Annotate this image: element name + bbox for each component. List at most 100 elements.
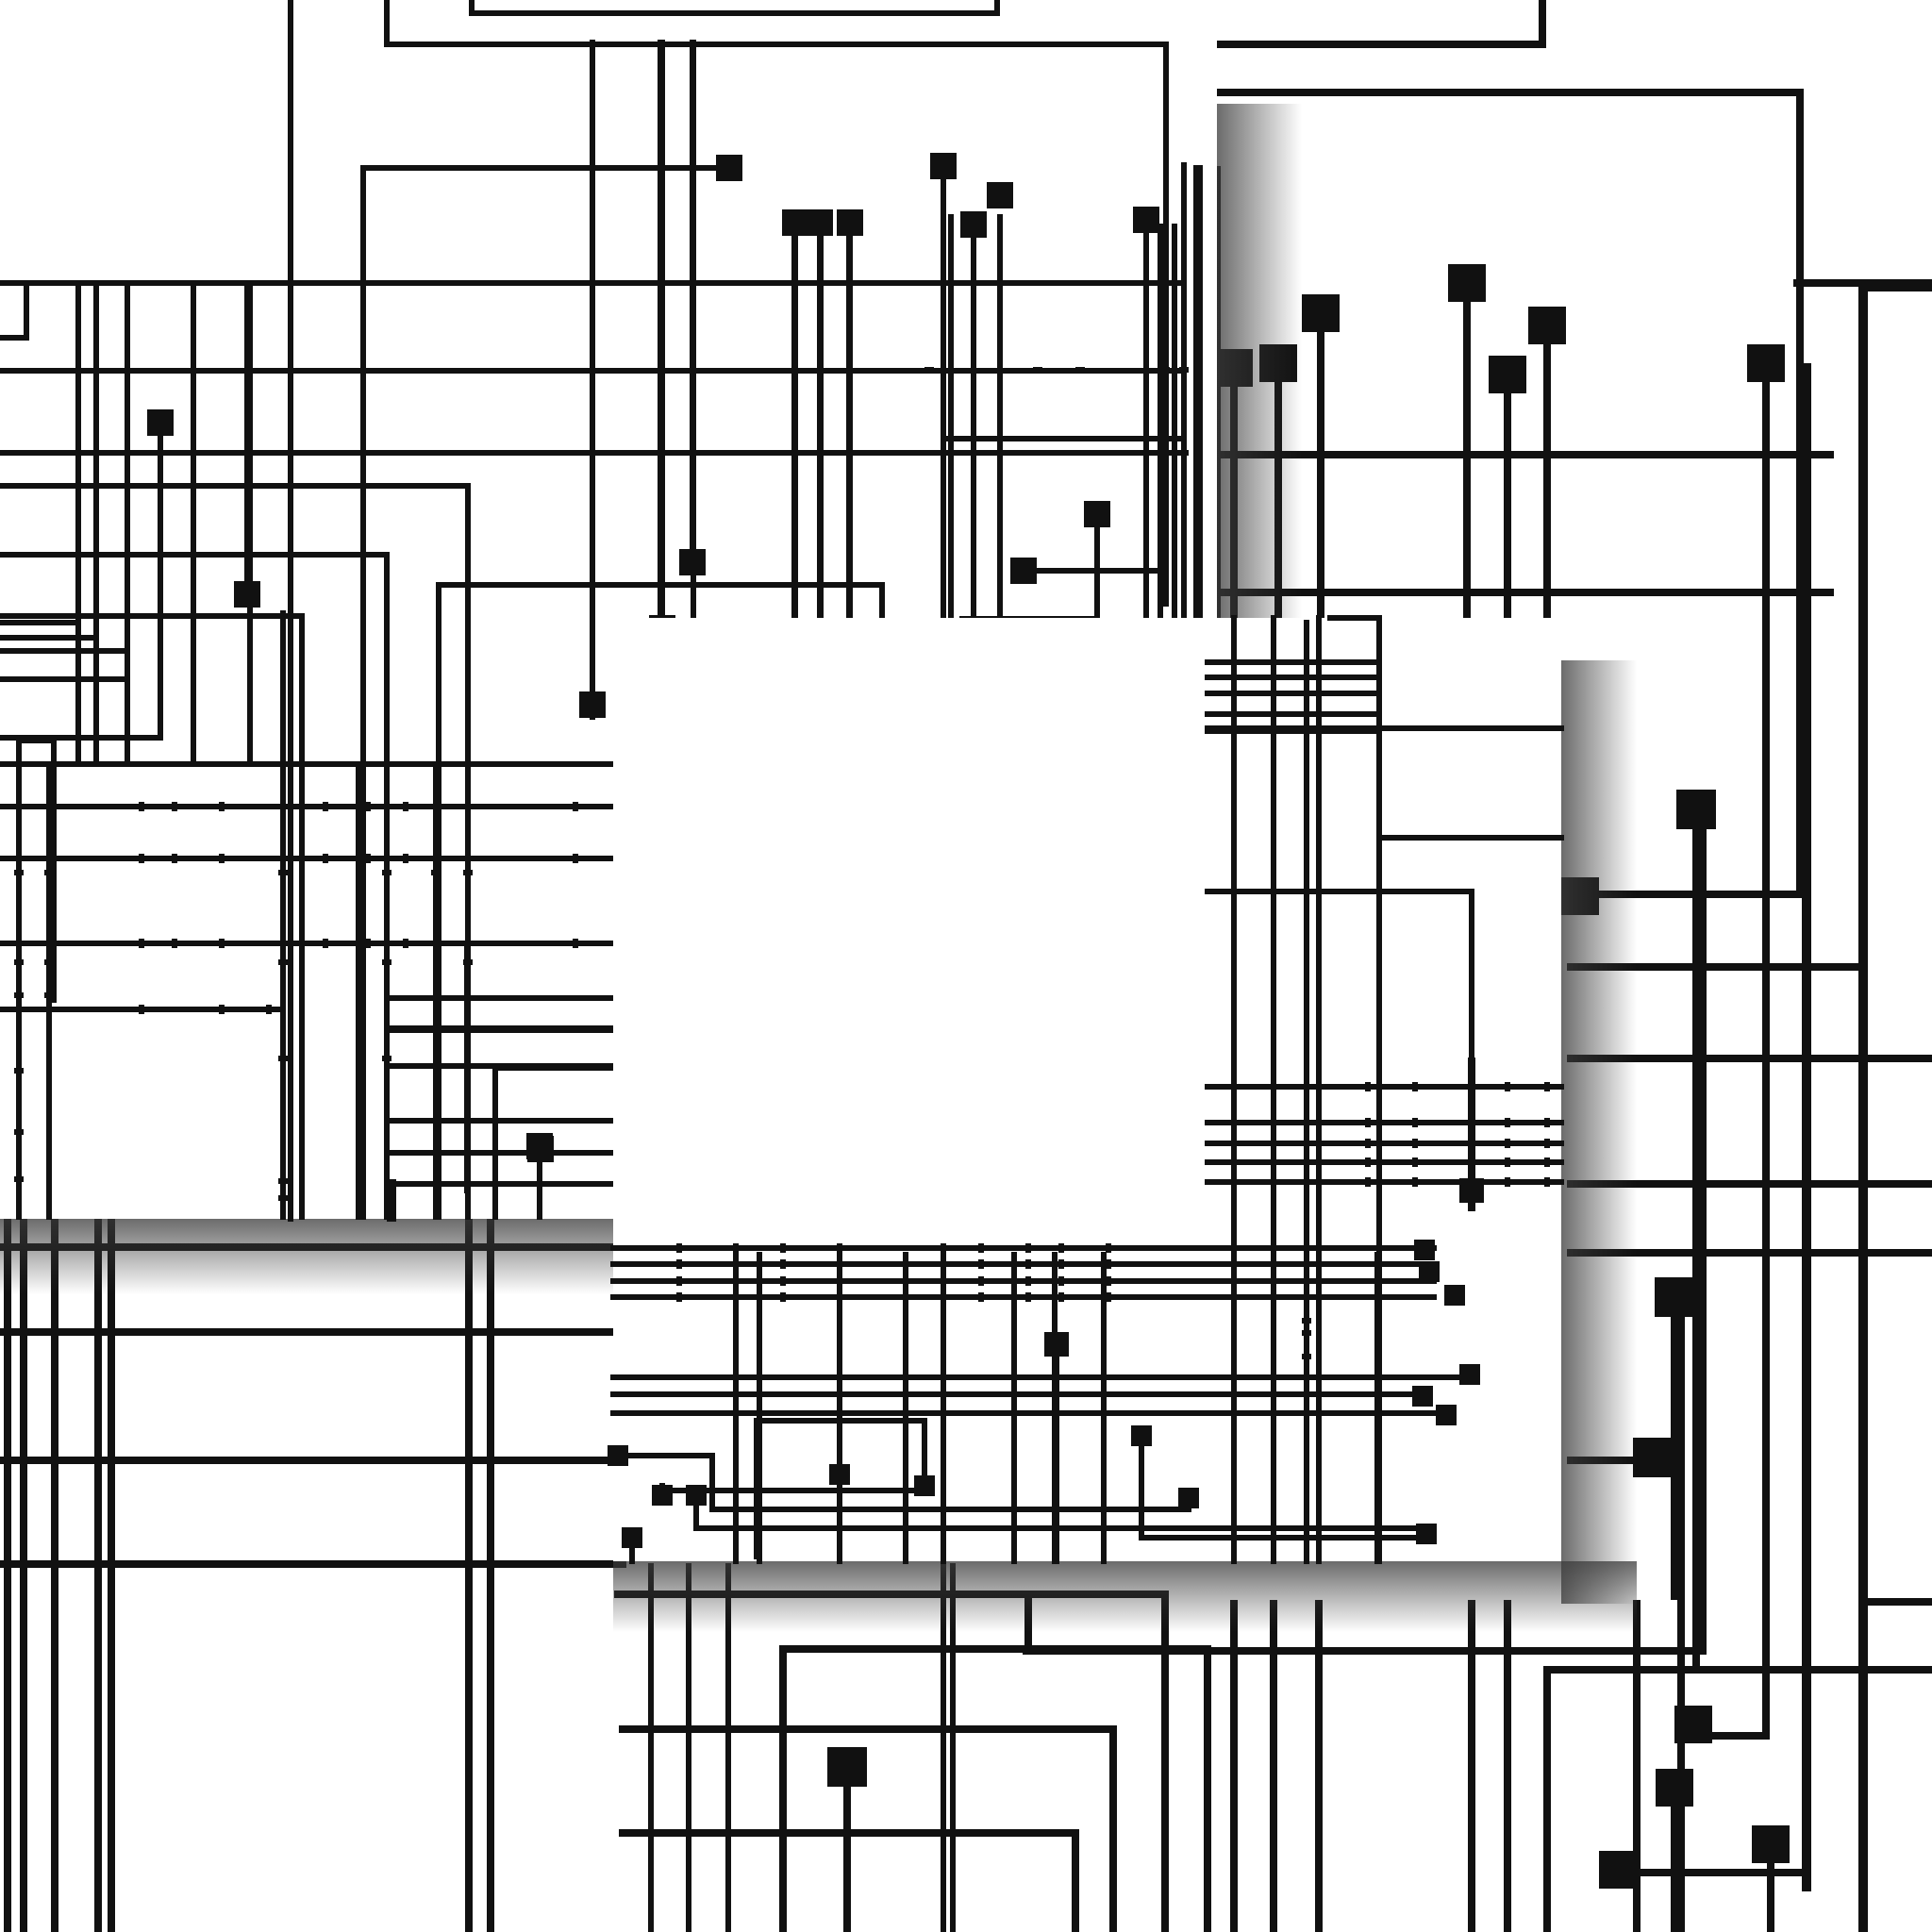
circuit-junction xyxy=(780,1292,786,1302)
circuit-junction xyxy=(14,1129,24,1135)
circuit-junction xyxy=(278,1195,288,1201)
circuit-junction xyxy=(924,367,934,373)
circuit-trace xyxy=(0,280,81,625)
circuit-junction xyxy=(278,1178,288,1184)
circuit-junction xyxy=(1316,1118,1322,1127)
circuit-junction xyxy=(924,450,934,456)
circuit-junction xyxy=(1505,1158,1510,1167)
circuit-junction xyxy=(280,802,286,811)
circuit-junction xyxy=(382,959,391,965)
circuit-junction xyxy=(1058,1292,1064,1302)
circuit-junction xyxy=(1365,1177,1371,1187)
circuit-trace xyxy=(693,1492,1427,1531)
circuit-junction xyxy=(219,854,225,863)
circuit-junction xyxy=(1271,1158,1276,1167)
circuit-junction xyxy=(139,854,144,863)
circuit-junction xyxy=(1316,1177,1322,1187)
circuit-junction xyxy=(978,1276,984,1286)
circuit-junction xyxy=(1316,1139,1322,1148)
circuit-junction xyxy=(280,939,286,948)
circuit-junction xyxy=(172,939,177,948)
circuit-junction xyxy=(219,1005,225,1014)
circuit-junction xyxy=(463,959,473,965)
circuit-trace xyxy=(0,280,99,641)
circuit-junction xyxy=(1412,1177,1418,1187)
circuit-node-icon xyxy=(1633,1438,1673,1477)
circuit-junction xyxy=(1316,1082,1322,1091)
circuit-junction xyxy=(1302,1318,1311,1324)
circuit-junction xyxy=(1179,450,1189,456)
circuit-junction xyxy=(1544,1158,1550,1167)
circuit-junction xyxy=(14,1176,24,1182)
circuit-junction xyxy=(1505,1177,1510,1187)
sheet-2-shadow-bottom xyxy=(613,1561,1637,1632)
circuit-junction xyxy=(1025,1276,1031,1286)
circuit-junction xyxy=(44,959,54,965)
circuit-junction xyxy=(365,802,371,811)
circuit-node-icon xyxy=(1419,1261,1440,1282)
circuit-junction xyxy=(463,870,473,875)
circuit-junction xyxy=(1544,1082,1550,1091)
circuit-junction xyxy=(1365,1158,1371,1167)
circuit-junction xyxy=(1412,1139,1418,1148)
circuit-junction xyxy=(1179,367,1189,373)
circuit-junction xyxy=(676,1292,682,1302)
circuit-junction xyxy=(1271,1177,1276,1187)
circuit-junction xyxy=(139,939,144,948)
circuit-junction xyxy=(14,1068,24,1074)
circuit-trace xyxy=(1139,1433,1427,1541)
circuit-trace xyxy=(779,1645,1211,1932)
circuit-trace xyxy=(619,1725,1117,1932)
circuit-junction xyxy=(323,802,328,811)
circuit-junction xyxy=(172,854,177,863)
circuit-junction xyxy=(1505,1139,1510,1148)
circuit-junction xyxy=(1412,1158,1418,1167)
circuit-trace xyxy=(384,0,1169,607)
circuit-junction xyxy=(1316,1158,1322,1167)
circuit-junction xyxy=(1025,1243,1031,1253)
circuit-junction xyxy=(1106,1243,1111,1253)
circuit-junction xyxy=(1412,1082,1418,1091)
circuit-trace xyxy=(1023,811,1707,1655)
circuit-junction xyxy=(1231,1082,1237,1091)
circuit-junction xyxy=(1058,1259,1064,1269)
circuit-junction xyxy=(780,1259,786,1269)
circuit-junction xyxy=(1271,1082,1276,1091)
circuit-junction xyxy=(1231,1177,1237,1187)
circuit-junction xyxy=(1025,1259,1031,1269)
circuit-junction xyxy=(278,959,288,965)
circuit-trace xyxy=(469,0,1000,16)
circuit-junction xyxy=(139,1005,144,1014)
circuit-junction xyxy=(1025,1292,1031,1302)
sheet-2-circuit xyxy=(608,615,1564,1564)
circuit-junction xyxy=(1544,1177,1550,1187)
circuit-junction xyxy=(1141,450,1151,456)
sheet-2-shadow-right xyxy=(1561,660,1637,1604)
circuit-junction xyxy=(676,1276,682,1286)
circuit-junction xyxy=(323,854,328,863)
circuit-junction xyxy=(676,1243,682,1253)
circuit-junction xyxy=(219,802,225,811)
circuit-junction xyxy=(1231,1158,1237,1167)
circuit-junction xyxy=(780,1276,786,1286)
circuit-trace xyxy=(1543,1666,1932,1932)
circuit-junction xyxy=(1058,1276,1064,1286)
circuit-junction xyxy=(44,870,54,875)
circuit-junction xyxy=(1075,367,1085,373)
circuit-trace xyxy=(0,648,130,682)
circuit-junction xyxy=(278,1056,288,1061)
circuit-junction xyxy=(978,1259,984,1269)
circuit-node-icon xyxy=(527,1136,554,1162)
circuit-junction xyxy=(1302,1330,1311,1336)
circuit-junction xyxy=(941,1243,946,1253)
circuit-node-icon xyxy=(1414,1240,1435,1260)
circuit-junction xyxy=(1302,1354,1311,1359)
circuit-trace xyxy=(619,1829,1079,1932)
circuit-junction xyxy=(1231,1118,1237,1127)
circuit-junction xyxy=(172,802,177,811)
circuit-junction xyxy=(1544,1118,1550,1127)
circuit-junction xyxy=(978,1243,984,1253)
circuit-junction xyxy=(280,854,286,863)
